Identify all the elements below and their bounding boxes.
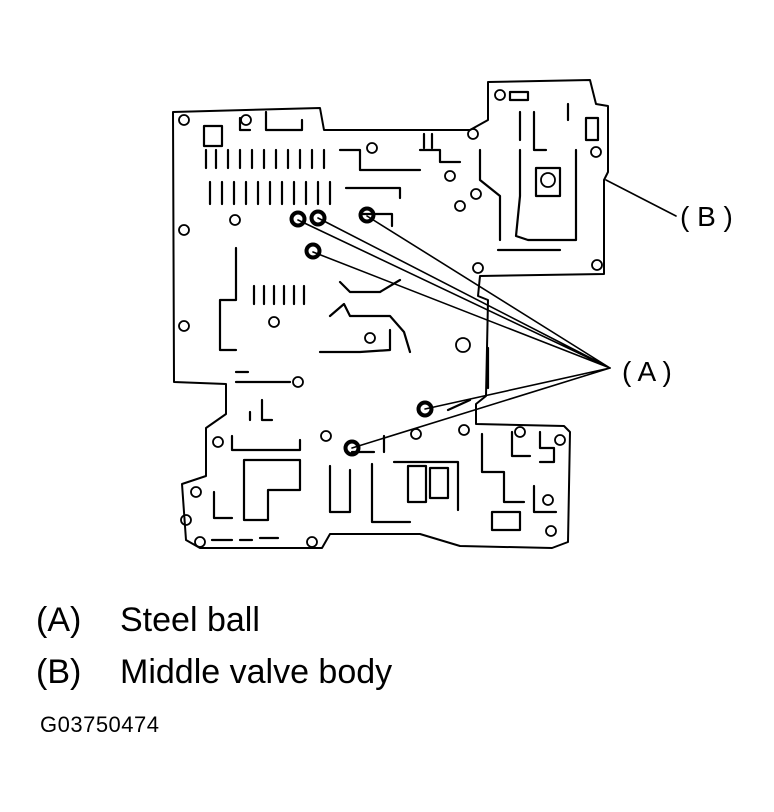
bolt-holes bbox=[178, 89, 603, 548]
callout-a-label: ( A ) bbox=[622, 356, 672, 387]
steel-ball-icon bbox=[358, 206, 376, 224]
callout-b-label: ( B ) bbox=[680, 201, 733, 232]
legend-item-a: (A) Steel ball bbox=[36, 600, 260, 640]
steel-ball-icon bbox=[343, 439, 361, 457]
valve-body-outline bbox=[172, 79, 609, 549]
steel-ball-icon bbox=[309, 209, 327, 227]
steel-ball-leader-lines bbox=[297, 215, 611, 449]
figure-code: G03750474 bbox=[40, 712, 160, 737]
steel-balls bbox=[289, 206, 434, 457]
steel-ball-icon bbox=[304, 242, 322, 260]
legend-text-b: Middle valve body bbox=[120, 653, 393, 691]
steel-ball-icon bbox=[289, 210, 307, 228]
legend-key-b: (B) bbox=[36, 653, 82, 691]
body-leader-line bbox=[605, 179, 677, 217]
valve-body-diagram: ( B ) ( A ) bbox=[172, 79, 733, 549]
steel-ball-icon bbox=[416, 400, 434, 418]
passage-lines bbox=[202, 90, 600, 542]
legend-key-a: (A) bbox=[36, 601, 82, 639]
legend-item-b: (B) Middle valve body bbox=[36, 652, 392, 692]
legend-text-a: Steel ball bbox=[120, 601, 260, 639]
